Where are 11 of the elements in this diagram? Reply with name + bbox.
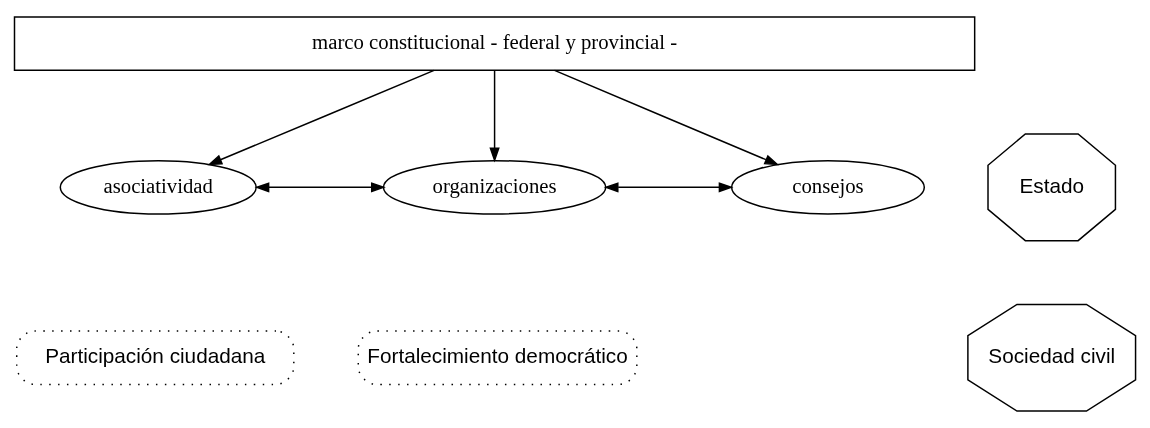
arrow — [254, 182, 386, 193]
arrow — [207, 69, 435, 166]
node-ellipse: asociatividad — [59, 159, 257, 215]
node-ellipse: organizaciones — [382, 159, 607, 215]
node-box: Participación ciudadana — [15, 330, 295, 386]
node-box: Fortalecimiento democrático — [357, 330, 638, 386]
arrow — [603, 182, 734, 193]
arrow — [489, 70, 500, 163]
arrow — [553, 69, 780, 166]
node-box: marco constitucional - federal y provincial - — [13, 16, 976, 71]
node-ellipse: consejos — [730, 159, 926, 215]
